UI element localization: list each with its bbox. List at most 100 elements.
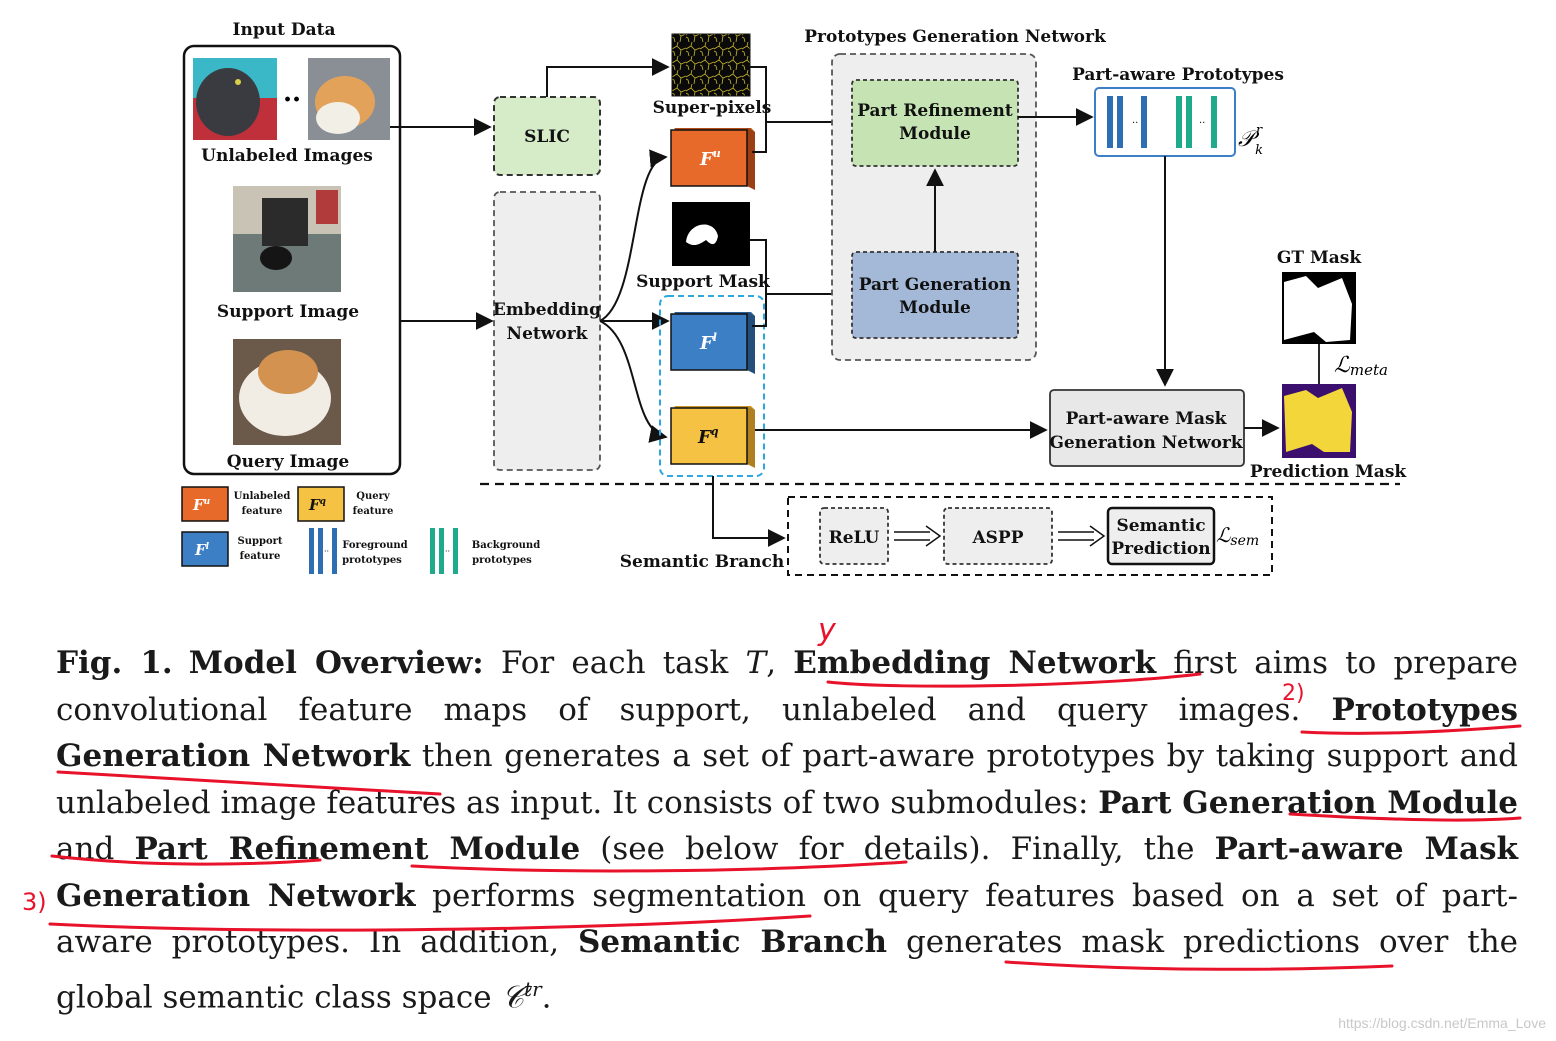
svg-text:Fq: Fq (308, 496, 326, 514)
term-mask-generation-network: Part-aware Mask Generation Network (56, 831, 1518, 914)
l-meta: ℒmeta (1334, 353, 1388, 379)
caption-text-9: . (541, 978, 552, 1015)
semantic-pred-label-2: Prediction (1111, 539, 1210, 559)
support-mask-shape (686, 224, 718, 246)
input-data-title: Input Data (233, 20, 336, 40)
term-embedding-network: Embedding Network (793, 645, 1157, 681)
legend-background-swatch: ·· (430, 528, 458, 574)
caption-text-6: (see below for details). Finally, the (580, 831, 1215, 867)
gt-mask-shape (1284, 276, 1352, 342)
aspp-label: ASPP (971, 528, 1023, 548)
term-part-generation-module: Part Generation Module (1098, 784, 1518, 821)
unlabeled-image-2 (308, 58, 390, 140)
gt-mask-title: GT Mask (1277, 248, 1362, 268)
caption-text-7: performs segmentation on query features … (56, 877, 1518, 961)
svg-text:··: ·· (324, 547, 329, 556)
figure-number: Fig. 1. (56, 645, 173, 681)
embedding-label-2: Network (507, 324, 589, 344)
superpixels-label: Super-pixels (653, 98, 772, 118)
foreground-prototypes: ·· (1107, 96, 1147, 148)
semantic-branch-label: Semantic Branch (620, 552, 784, 572)
svg-text:Fu: Fu (192, 496, 211, 514)
caption-text-8: generates mask predictions over the glob… (56, 924, 1519, 1015)
legend-bg-2: prototypes (472, 555, 532, 566)
part-generation-label-2: Module (899, 298, 971, 318)
svg-text:··: ·· (1199, 118, 1205, 129)
caption-text-4: then generates a set of part-aware proto… (56, 738, 1518, 821)
legend-support-swatch (181, 531, 229, 567)
caption-text-3: first aims to prepare convolutional feat… (56, 645, 1518, 728)
legend-fg-1: Foreground (342, 540, 407, 551)
part-refinement-module-box (851, 79, 1019, 167)
prototypes-network-title: Prototypes Generation Network (804, 27, 1107, 47)
watermark: https://blog.csdn.net/Emma_Love (1338, 1015, 1546, 1031)
input-data-panel (182, 44, 402, 476)
embedding-network-box (493, 191, 601, 471)
model-overview-figure: Input Data ·· Unlabeled Images Support I… (181, 20, 1408, 576)
legend-unlabeled-swatch (181, 486, 229, 522)
svg-text:Fl: Fl (194, 541, 210, 559)
caption-title: Model Overview: (188, 645, 484, 681)
legend-support-1: Support (237, 536, 282, 547)
slic-box (493, 96, 601, 176)
part-refinement-label-2: Module (899, 124, 971, 144)
term-prototypes-generation-network: Prototypes Generation Network (56, 691, 1518, 775)
arrow-embedding-to-fq (599, 320, 668, 443)
semantic-prediction-box (1106, 506, 1216, 566)
background-prototypes: ·· (1176, 96, 1217, 148)
superpixel-fu-bracket (750, 66, 767, 153)
term-part-refinement-module: Part Refinement Module (134, 831, 581, 867)
arrow-slic-to-superpixels (546, 58, 670, 97)
arrow-to-semantic-branch (712, 476, 786, 547)
part-refinement-label-1: Part Refinement (857, 101, 1013, 121)
legend-query-2: feature (353, 506, 394, 517)
prediction-mask-label: Prediction Mask (1250, 462, 1408, 482)
caption-text-1: For each task (483, 645, 746, 681)
part-generation-label-1: Part Generation (859, 275, 1012, 295)
relu-label: ReLU (829, 528, 880, 548)
annotation-mark-3: 3) (22, 888, 47, 916)
term-semantic-branch: Semantic Branch (578, 924, 887, 960)
unlabeled-images-label: Unlabeled Images (201, 146, 373, 166)
legend-query-1: Query (356, 491, 391, 502)
legend-fg-2: prototypes (342, 555, 402, 566)
relu-box (819, 507, 889, 565)
arrow-embedding-to-fu (599, 149, 668, 322)
semantic-branch-box (787, 496, 1273, 576)
legend-support-2: feature (240, 551, 281, 562)
image-ellipsis: ·· (283, 85, 301, 115)
legend-bg-1: Background (472, 540, 540, 551)
legend-query-swatch (297, 486, 345, 522)
embedding-label-1: Embedding (493, 300, 601, 320)
legend-foreground-swatch: ·· (309, 528, 337, 574)
mask-fl-bracket (750, 239, 767, 327)
fq-label: Fq (697, 425, 719, 448)
support-mask-label: Support Mask (636, 272, 771, 292)
double-arrow-2 (1058, 525, 1106, 547)
legend-unlabeled-2: feature (242, 506, 283, 517)
l-sem: ℒsem (1216, 523, 1259, 549)
mask-gen-label-2: Generation Network (1049, 433, 1244, 453)
query-image (233, 339, 341, 445)
double-arrow-1 (894, 525, 942, 547)
legend: Fu Unlabeled feature Fq Query feature Fl… (181, 486, 540, 574)
fu-label: Fu (699, 147, 721, 170)
figure-caption: Fig. 1.Model Overview: For each task T, … (56, 640, 1518, 1020)
fl-label: Fl (699, 331, 717, 354)
task-symbol: T (745, 645, 767, 681)
feature-fl-block (670, 312, 755, 374)
superpixels-image (671, 33, 751, 97)
mask-gen-label-1: Part-aware Mask (1066, 409, 1228, 429)
caption-text-2: , (766, 645, 794, 681)
feature-fq-block (670, 406, 755, 468)
part-aware-prototypes-title: Part-aware Prototypes (1072, 65, 1284, 85)
caption-text-5: and (56, 831, 135, 867)
svg-text:··: ·· (1132, 118, 1138, 129)
class-space-sup: tr (524, 976, 542, 1001)
aspp-box (943, 507, 1053, 565)
legend-unlabeled-1: Unlabeled (234, 491, 291, 502)
part-generation-module-box (851, 251, 1019, 339)
svg-text:··: ·· (445, 547, 450, 556)
semantic-pred-label-1: Semantic (1116, 516, 1205, 536)
